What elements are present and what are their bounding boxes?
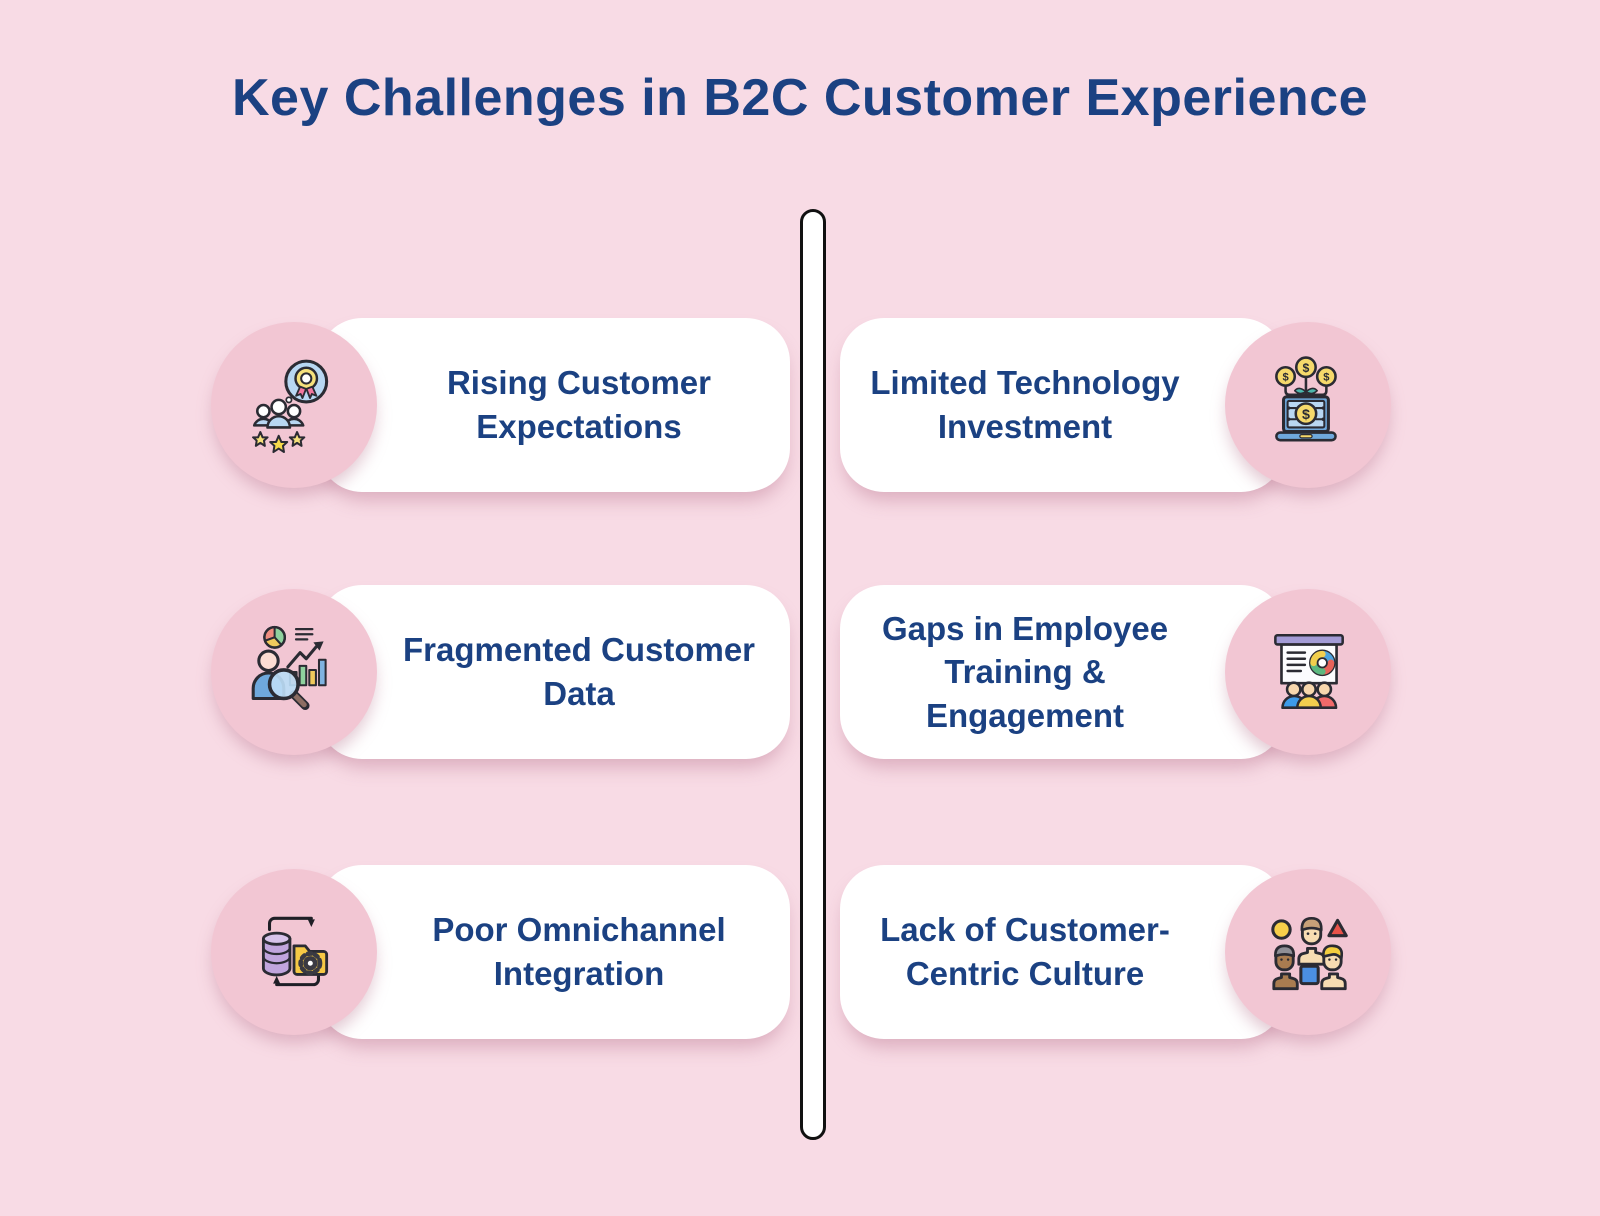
page-title: Key Challenges in B2C Customer Experienc… (232, 69, 1368, 127)
customer-data-analysis-icon (251, 625, 327, 710)
svg-text:$: $ (1323, 372, 1330, 384)
svg-text:$: $ (1302, 407, 1310, 423)
card-label: Lack of Customer- Centric Culture (880, 911, 1170, 992)
card-limited-technology-investment: Limited Technology Investment (840, 318, 1285, 492)
card-label: Fragmented Customer Data (402, 631, 756, 712)
center-divider (800, 209, 826, 1140)
card-lack-of-customer-centric-culture: Lack of Customer- Centric Culture (840, 865, 1285, 1039)
card-label: Rising Customer Expectations (446, 364, 712, 445)
tech-investment-icon: $ $ $ $ (1275, 356, 1337, 442)
card-fragmented-customer-data: Fragmented Customer Data (318, 585, 790, 759)
icon-bubble (211, 589, 377, 755)
employee-training-icon (1274, 634, 1344, 709)
icon-bubble (1225, 589, 1391, 755)
card-label: Poor Omnichannel Integration (432, 911, 726, 992)
card-rising-customer-expectations: Rising Customer Expectations (318, 318, 790, 492)
customer-centric-culture-icon (1271, 917, 1348, 991)
svg-text:$: $ (1282, 372, 1289, 384)
card-poor-omnichannel-integration: Poor Omnichannel Integration (318, 865, 790, 1039)
customer-award-icon (243, 359, 329, 456)
svg-text:$: $ (1303, 361, 1310, 375)
omnichannel-integration-icon (261, 916, 329, 987)
icon-bubble (211, 322, 377, 488)
icon-bubble (1225, 869, 1391, 1035)
icon-bubble: $ $ $ $ (1225, 322, 1391, 488)
card-gaps-in-employee-training-engagement: Gaps in Employee Training & Engagement (840, 585, 1285, 759)
card-label: Limited Technology Investment (870, 364, 1180, 445)
card-label: Gaps in Employee Training & Engagement (881, 609, 1169, 734)
icon-bubble (211, 869, 377, 1035)
